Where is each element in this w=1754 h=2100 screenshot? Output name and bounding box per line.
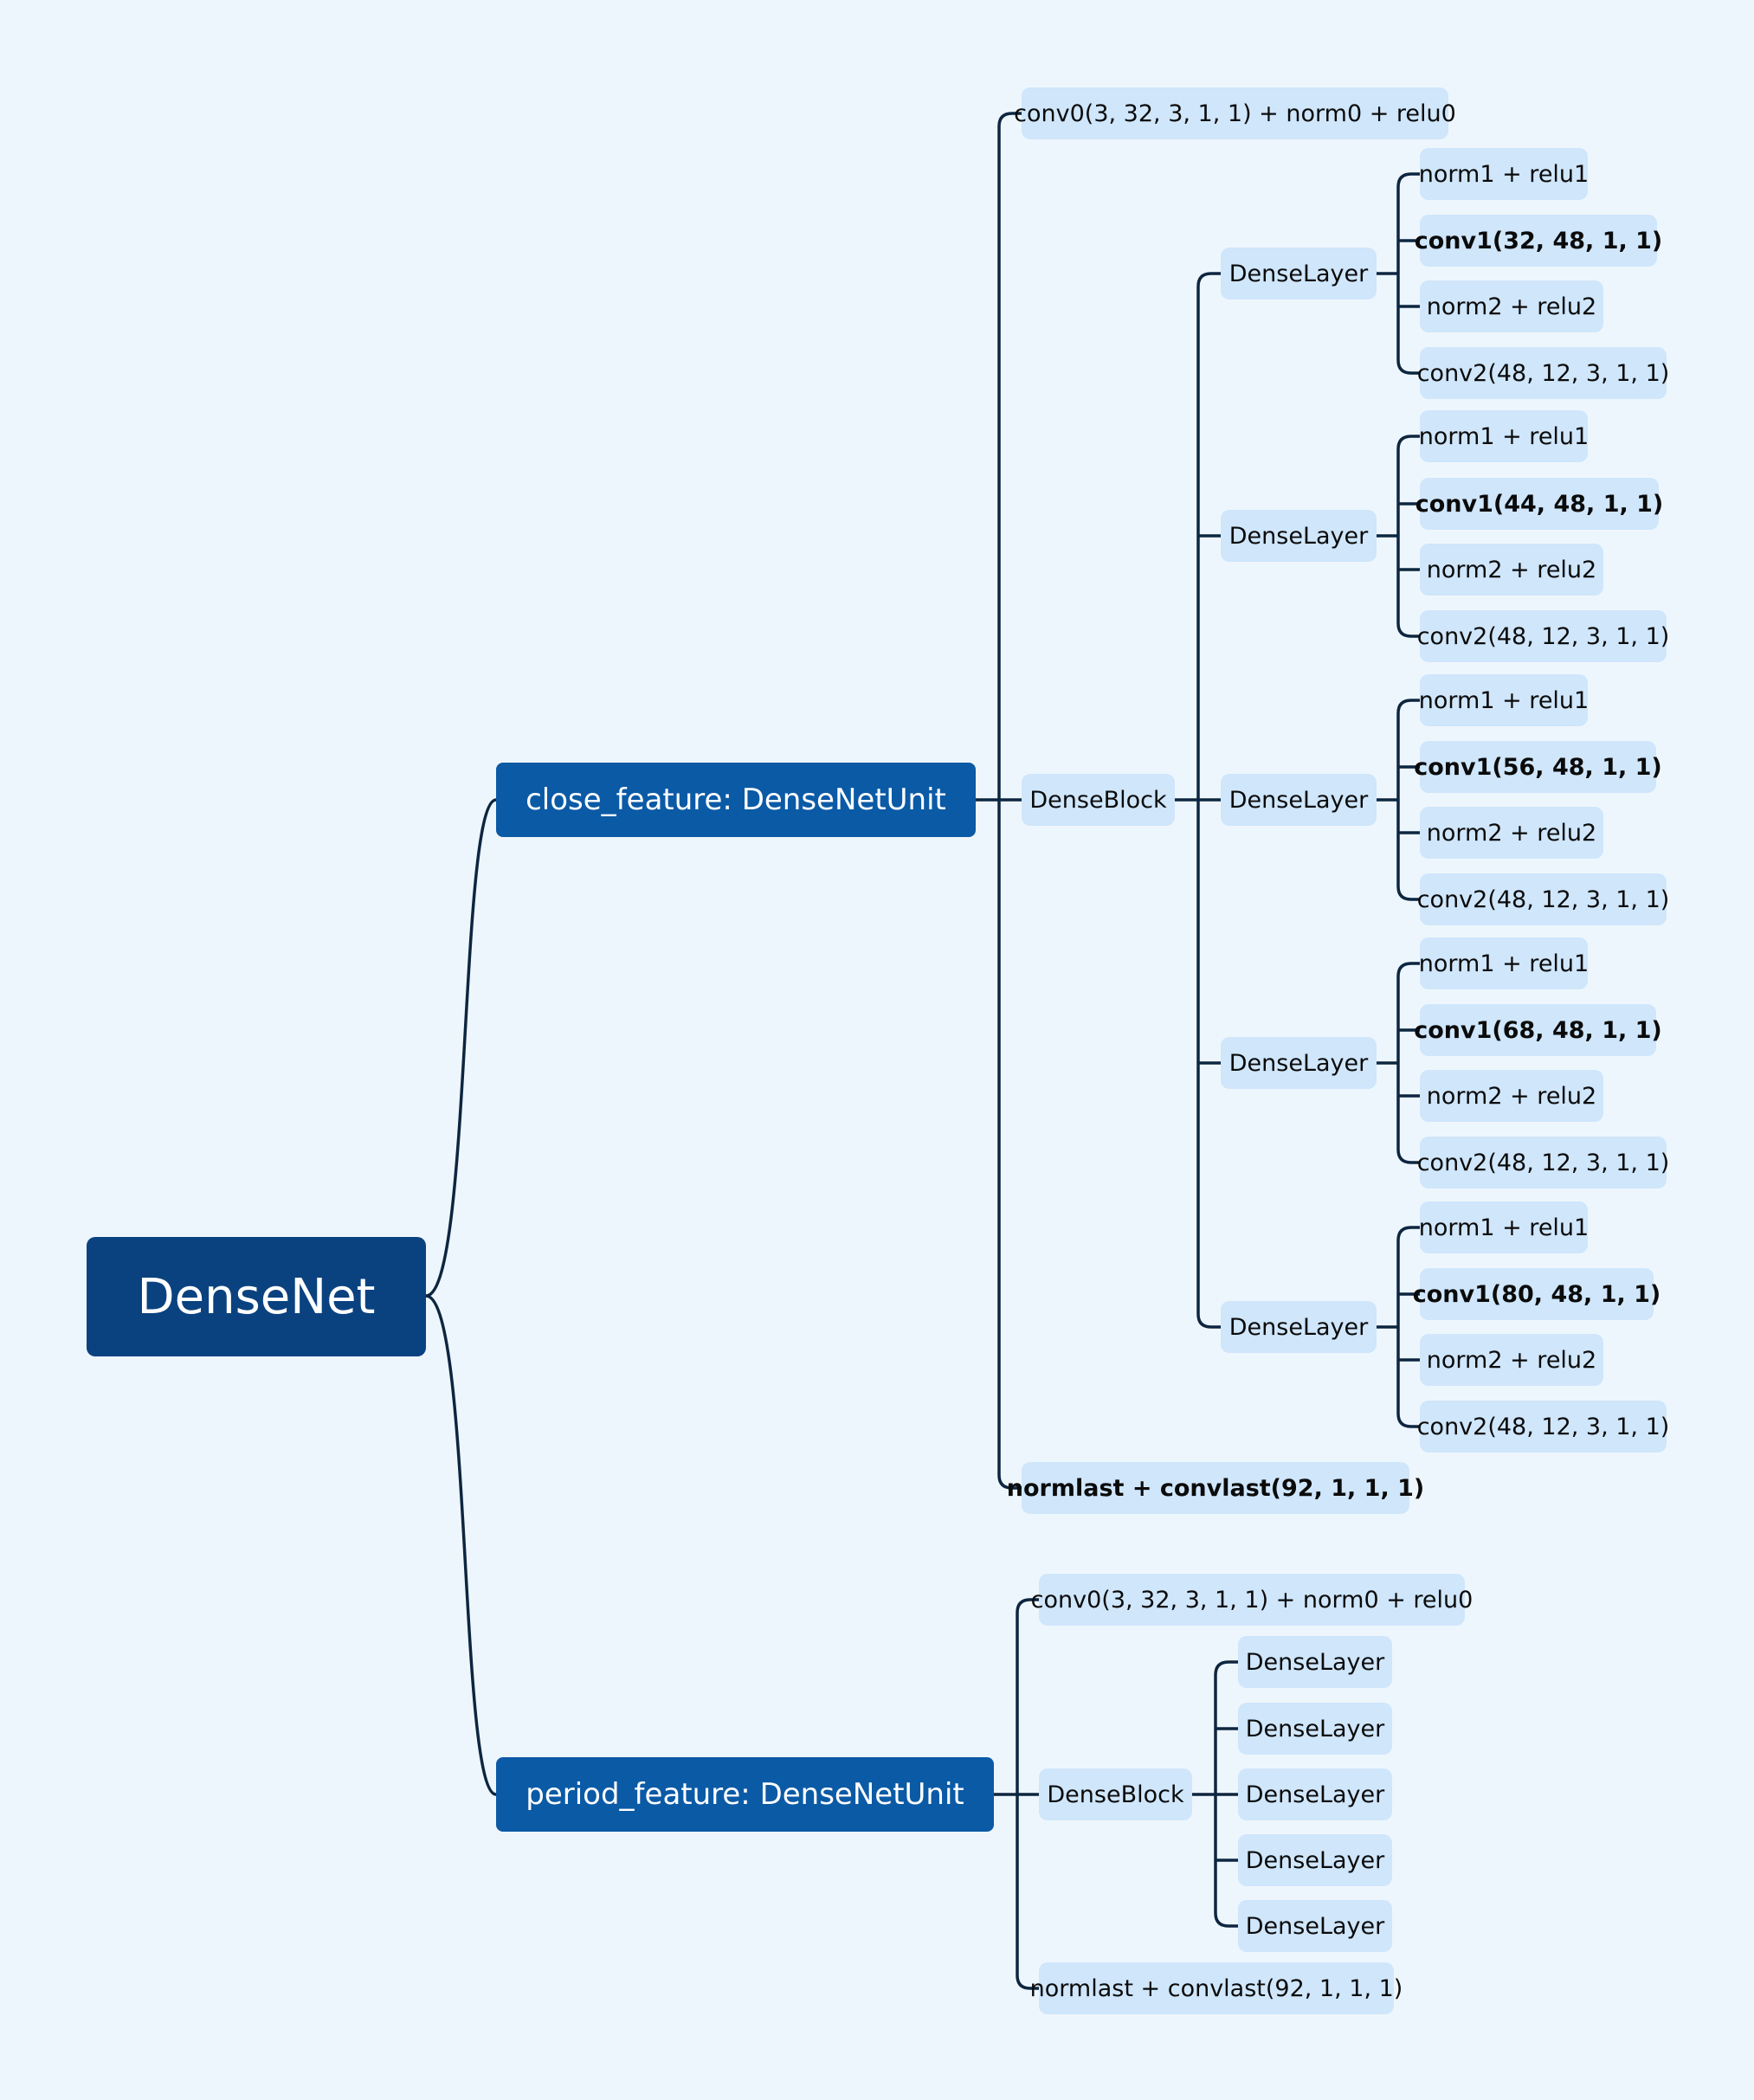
layer5-norm2[interactable]: norm2 + relu2	[1420, 1334, 1603, 1386]
close-denselayer-5[interactable]: DenseLayer	[1221, 1301, 1377, 1353]
period-feature-label: period_feature: DenseNetUnit	[526, 1777, 964, 1812]
close-denselayer-5-label: DenseLayer	[1228, 1313, 1369, 1341]
layer4-norm2[interactable]: norm2 + relu2	[1420, 1070, 1603, 1122]
layer4-conv1-label: conv1(68, 48, 1, 1)	[1414, 1016, 1662, 1044]
close-denselayer-1[interactable]: DenseLayer	[1221, 248, 1377, 300]
layer2-conv1-label: conv1(44, 48, 1, 1)	[1415, 490, 1664, 518]
layer2-norm2-label: norm2 + relu2	[1426, 556, 1597, 583]
layer2-norm1[interactable]: norm1 + relu1	[1418, 410, 1590, 462]
layer4-conv2[interactable]: conv2(48, 12, 3, 1, 1)	[1416, 1137, 1670, 1188]
layer1-conv1-label: conv1(32, 48, 1, 1)	[1414, 227, 1663, 254]
layer2-conv2-label: conv2(48, 12, 3, 1, 1)	[1416, 622, 1670, 650]
layer3-conv1-label: conv1(56, 48, 1, 1)	[1414, 753, 1662, 781]
layer5-conv2[interactable]: conv2(48, 12, 3, 1, 1)	[1416, 1401, 1670, 1453]
layer5-conv2-label: conv2(48, 12, 3, 1, 1)	[1416, 1413, 1670, 1440]
connector-layer4-bracket	[1375, 962, 1422, 1164]
layer5-conv1[interactable]: conv1(80, 48, 1, 1)	[1413, 1268, 1660, 1320]
period-denselayer-1[interactable]: DenseLayer	[1238, 1636, 1392, 1688]
connector-close-bracket	[974, 112, 1023, 1490]
connector-layer3-bracket	[1375, 699, 1422, 901]
period-denselayer-1-label: DenseLayer	[1245, 1648, 1385, 1676]
layer3-conv2-label: conv2(48, 12, 3, 1, 1)	[1416, 886, 1670, 913]
layer1-conv1[interactable]: conv1(32, 48, 1, 1)	[1415, 215, 1662, 267]
layer1-conv2[interactable]: conv2(48, 12, 3, 1, 1)	[1416, 347, 1670, 399]
layer5-conv1-label: conv1(80, 48, 1, 1)	[1412, 1280, 1661, 1308]
period-normlast-node[interactable]: normlast + convlast(92, 1, 1, 1)	[1030, 1962, 1403, 2014]
layer3-conv2[interactable]: conv2(48, 12, 3, 1, 1)	[1416, 873, 1670, 925]
layer4-conv1[interactable]: conv1(68, 48, 1, 1)	[1414, 1004, 1662, 1056]
layer5-norm2-label: norm2 + relu2	[1426, 1346, 1597, 1374]
layer2-norm1-label: norm1 + relu1	[1418, 422, 1590, 450]
connector-root-close	[424, 798, 498, 1298]
layer1-conv2-label: conv2(48, 12, 3, 1, 1)	[1416, 359, 1670, 387]
layer3-norm2-label: norm2 + relu2	[1426, 819, 1597, 847]
close-feature-node[interactable]: close_feature: DenseNetUnit	[496, 763, 976, 837]
layer3-norm1[interactable]: norm1 + relu1	[1418, 674, 1590, 726]
period-denselayer-4-label: DenseLayer	[1245, 1846, 1385, 1874]
period-conv0-node[interactable]: conv0(3, 32, 3, 1, 1) + norm0 + relu0	[1031, 1574, 1473, 1626]
period-denselayer-2[interactable]: DenseLayer	[1238, 1703, 1392, 1755]
period-denseblock-node[interactable]: DenseBlock	[1039, 1768, 1192, 1820]
close-denseblock-label: DenseBlock	[1029, 786, 1167, 814]
period-denselayer-2-label: DenseLayer	[1245, 1715, 1385, 1742]
layer4-norm1-label: norm1 + relu1	[1418, 950, 1590, 977]
close-denselayer-4-label: DenseLayer	[1228, 1049, 1369, 1077]
close-denselayer-3-label: DenseLayer	[1228, 786, 1369, 814]
layer1-norm2-label: norm2 + relu2	[1426, 293, 1597, 320]
layer4-conv2-label: conv2(48, 12, 3, 1, 1)	[1416, 1149, 1670, 1176]
close-normlast-label: normlast + convlast(92, 1, 1, 1)	[1006, 1474, 1425, 1502]
close-conv0-node[interactable]: conv0(3, 32, 3, 1, 1) + norm0 + relu0	[1014, 87, 1456, 139]
close-feature-label: close_feature: DenseNetUnit	[526, 783, 946, 817]
layer5-norm1-label: norm1 + relu1	[1418, 1214, 1590, 1241]
connector-period-denseblock-bracket	[1190, 1660, 1240, 1928]
layer1-norm1-label: norm1 + relu1	[1418, 160, 1590, 188]
period-denselayer-3-label: DenseLayer	[1245, 1781, 1385, 1808]
connector-period-bracket	[992, 1598, 1041, 1990]
close-denselayer-2[interactable]: DenseLayer	[1221, 510, 1377, 562]
close-conv0-label: conv0(3, 32, 3, 1, 1) + norm0 + relu0	[1014, 100, 1456, 127]
period-feature-node[interactable]: period_feature: DenseNetUnit	[496, 1757, 994, 1832]
layer3-conv1[interactable]: conv1(56, 48, 1, 1)	[1414, 741, 1662, 793]
root-node[interactable]: DenseNet	[87, 1237, 426, 1356]
close-denselayer-3[interactable]: DenseLayer	[1221, 774, 1377, 826]
period-normlast-label: normlast + convlast(92, 1, 1, 1)	[1029, 1974, 1403, 2002]
layer2-norm2[interactable]: norm2 + relu2	[1420, 544, 1603, 596]
connector-layer1-bracket	[1375, 172, 1422, 375]
connector-layer5-bracket	[1375, 1226, 1422, 1428]
connector-layer2-bracket	[1375, 435, 1422, 638]
period-denselayer-3[interactable]: DenseLayer	[1238, 1768, 1392, 1820]
period-denselayer-5-label: DenseLayer	[1245, 1912, 1385, 1940]
close-normlast-node[interactable]: normlast + convlast(92, 1, 1, 1)	[1007, 1462, 1424, 1514]
close-denselayer-4[interactable]: DenseLayer	[1221, 1037, 1377, 1089]
period-denselayer-4[interactable]: DenseLayer	[1238, 1834, 1392, 1886]
layer1-norm2[interactable]: norm2 + relu2	[1420, 280, 1603, 332]
connector-root-period	[424, 1294, 498, 1796]
period-conv0-label: conv0(3, 32, 3, 1, 1) + norm0 + relu0	[1030, 1586, 1473, 1614]
layer4-norm1[interactable]: norm1 + relu1	[1418, 937, 1590, 989]
period-denselayer-5[interactable]: DenseLayer	[1238, 1900, 1392, 1952]
close-denseblock-node[interactable]: DenseBlock	[1022, 774, 1175, 826]
period-denseblock-label: DenseBlock	[1047, 1781, 1184, 1808]
close-denselayer-2-label: DenseLayer	[1228, 522, 1369, 550]
layer2-conv2[interactable]: conv2(48, 12, 3, 1, 1)	[1416, 610, 1670, 662]
layer5-norm1[interactable]: norm1 + relu1	[1418, 1201, 1590, 1253]
root-label: DenseNet	[137, 1268, 376, 1325]
layer4-norm2-label: norm2 + relu2	[1426, 1082, 1597, 1110]
layer1-norm1[interactable]: norm1 + relu1	[1418, 148, 1590, 200]
layer3-norm1-label: norm1 + relu1	[1418, 686, 1590, 714]
connector-close-denseblock-bracket	[1173, 272, 1222, 1329]
layer2-conv1[interactable]: conv1(44, 48, 1, 1)	[1415, 478, 1663, 530]
close-denselayer-1-label: DenseLayer	[1228, 260, 1369, 287]
layer3-norm2[interactable]: norm2 + relu2	[1420, 807, 1603, 859]
